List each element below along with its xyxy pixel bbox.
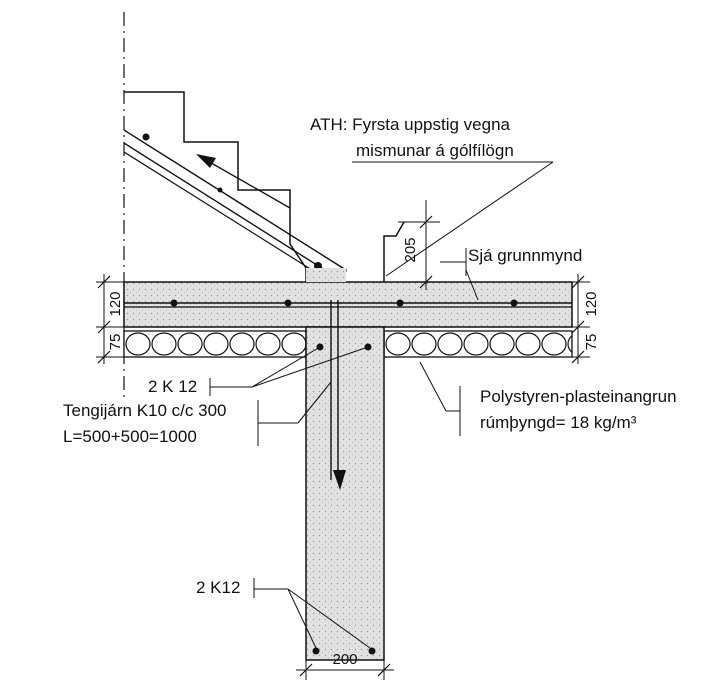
rebar-top-label: 2 K 12 xyxy=(148,377,197,396)
stair-rebar-dot xyxy=(217,187,223,193)
dim-205-tick xyxy=(419,215,433,229)
dim-205-tick xyxy=(419,275,433,289)
ath-note-line2: mismunar á gólfílögn xyxy=(356,141,514,160)
foundation-rebar-bottom-left xyxy=(312,647,320,655)
dim-left-tick xyxy=(97,350,111,364)
dim-200-text: 200 xyxy=(332,651,357,668)
rebar-top-leader-a xyxy=(251,346,321,388)
tengijarn-leader-2 xyxy=(297,381,332,424)
ath-note-line1: ATH: Fyrsta uppstig vegna xyxy=(310,115,511,134)
dim-right-tick xyxy=(571,350,585,364)
stair-base-fill xyxy=(306,268,346,282)
dim-right-tick xyxy=(571,275,585,289)
sja-leader-2 xyxy=(465,269,479,301)
dim-200-tick xyxy=(377,663,391,677)
dim-left-tick xyxy=(97,275,111,289)
insulation-left xyxy=(123,330,307,358)
stair-rebar-3 xyxy=(123,151,313,271)
dim-left-75: 75 xyxy=(107,334,124,351)
dim-200-tick xyxy=(299,663,313,677)
slab-rebar-dot xyxy=(510,299,518,307)
floor-slab xyxy=(123,281,573,328)
stair-profile xyxy=(124,91,307,282)
arrowhead-stair xyxy=(196,154,216,168)
sja-grunnmynd-label: Sjá grunnmynd xyxy=(468,246,582,265)
slab-rebar-dot xyxy=(284,299,292,307)
foundation-rebar-bottom-right xyxy=(368,647,376,655)
insulation-right xyxy=(383,330,573,358)
slab-rebar-dot xyxy=(170,299,178,307)
rebar-top-leader-b xyxy=(251,346,369,388)
rebar-bottom-leader-b xyxy=(287,588,371,649)
dim-left-tick xyxy=(97,320,111,334)
dim-left-120: 120 xyxy=(107,291,124,316)
ath-leader xyxy=(385,161,554,277)
dim-right-tick xyxy=(571,320,585,334)
polystyren-line1: Polystyren-plasteinangrun xyxy=(480,387,677,406)
stair-rebar-dot xyxy=(142,133,150,141)
dim-right-120: 120 xyxy=(583,291,600,316)
dim-205-text: 205 xyxy=(402,237,419,262)
first-step xyxy=(383,221,405,282)
dim-right-75: 75 xyxy=(583,334,600,351)
rebar-bottom-leader-a xyxy=(287,588,317,649)
foundation-wall xyxy=(305,326,385,661)
slab-rebar-dot xyxy=(396,299,404,307)
polystyren-line2: rúmþyngd= 18 kg/m³ xyxy=(480,413,637,432)
tengijarn-line1: Tengijárn K10 c/c 300 xyxy=(63,401,227,420)
polystyren-leader-2 xyxy=(419,361,447,412)
tengijarn-line2: L=500+500=1000 xyxy=(63,427,197,446)
arrowhead-down xyxy=(333,470,346,490)
rebar-bottom-label: 2 K12 xyxy=(196,578,240,597)
arrow-stair xyxy=(205,159,291,209)
